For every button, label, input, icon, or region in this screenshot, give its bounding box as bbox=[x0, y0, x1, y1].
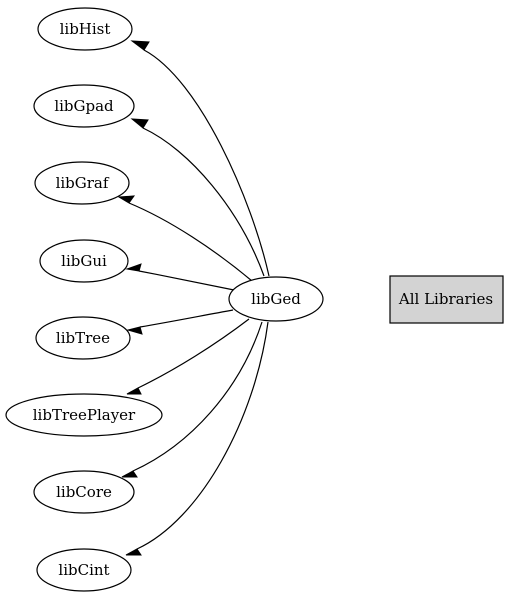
edge-libGed-libGui bbox=[138, 270, 235, 291]
node-label: libTreePlayer bbox=[33, 406, 136, 424]
node-label: libGui bbox=[61, 252, 107, 270]
node-label: libTree bbox=[56, 329, 110, 347]
node-libHist[interactable]: libHist bbox=[37, 7, 133, 51]
node-label: libGraf bbox=[56, 174, 110, 192]
node-libGraf[interactable]: libGraf bbox=[34, 161, 130, 205]
node-label: libCint bbox=[58, 561, 109, 579]
arrowhead-libGui bbox=[125, 263, 142, 272]
arrowhead-libHist bbox=[130, 40, 150, 51]
arrowhead-libTree bbox=[126, 326, 143, 335]
node-libCint[interactable]: libCint bbox=[36, 548, 132, 592]
arrowhead-libGpad bbox=[130, 118, 149, 129]
node-label: libGpad bbox=[54, 97, 114, 115]
node-label: libCore bbox=[56, 483, 112, 501]
arrowhead-libTreePlayer bbox=[126, 387, 142, 395]
node-libTree[interactable]: libTree bbox=[35, 316, 131, 360]
edge-libGed-libTreePlayer bbox=[137, 318, 250, 389]
node-label: libHist bbox=[60, 20, 111, 38]
edges bbox=[117, 40, 270, 556]
all-libraries-label: All Libraries bbox=[398, 290, 493, 308]
edge-libGed-libTree bbox=[139, 309, 234, 328]
node-libGui[interactable]: libGui bbox=[39, 239, 129, 283]
node-libGed[interactable]: libGed bbox=[228, 276, 324, 322]
arrowhead-libGraf bbox=[117, 195, 136, 204]
node-libCore[interactable]: libCore bbox=[33, 470, 135, 514]
edge-libGed-libCore bbox=[132, 321, 263, 472]
all-libraries-link[interactable]: All Libraries bbox=[389, 275, 504, 324]
edge-libGed-libGpad bbox=[142, 127, 265, 277]
edge-libGed-libHist bbox=[143, 49, 270, 277]
node-libTreePlayer[interactable]: libTreePlayer bbox=[5, 393, 163, 437]
node-label: libGed bbox=[251, 290, 301, 308]
edge-libGed-libGraf bbox=[128, 202, 253, 282]
arrowhead-libCore bbox=[121, 470, 138, 478]
arrowhead-libCint bbox=[125, 548, 142, 556]
node-libGpad[interactable]: libGpad bbox=[33, 84, 135, 128]
edge-libGed-libCint bbox=[136, 321, 269, 550]
